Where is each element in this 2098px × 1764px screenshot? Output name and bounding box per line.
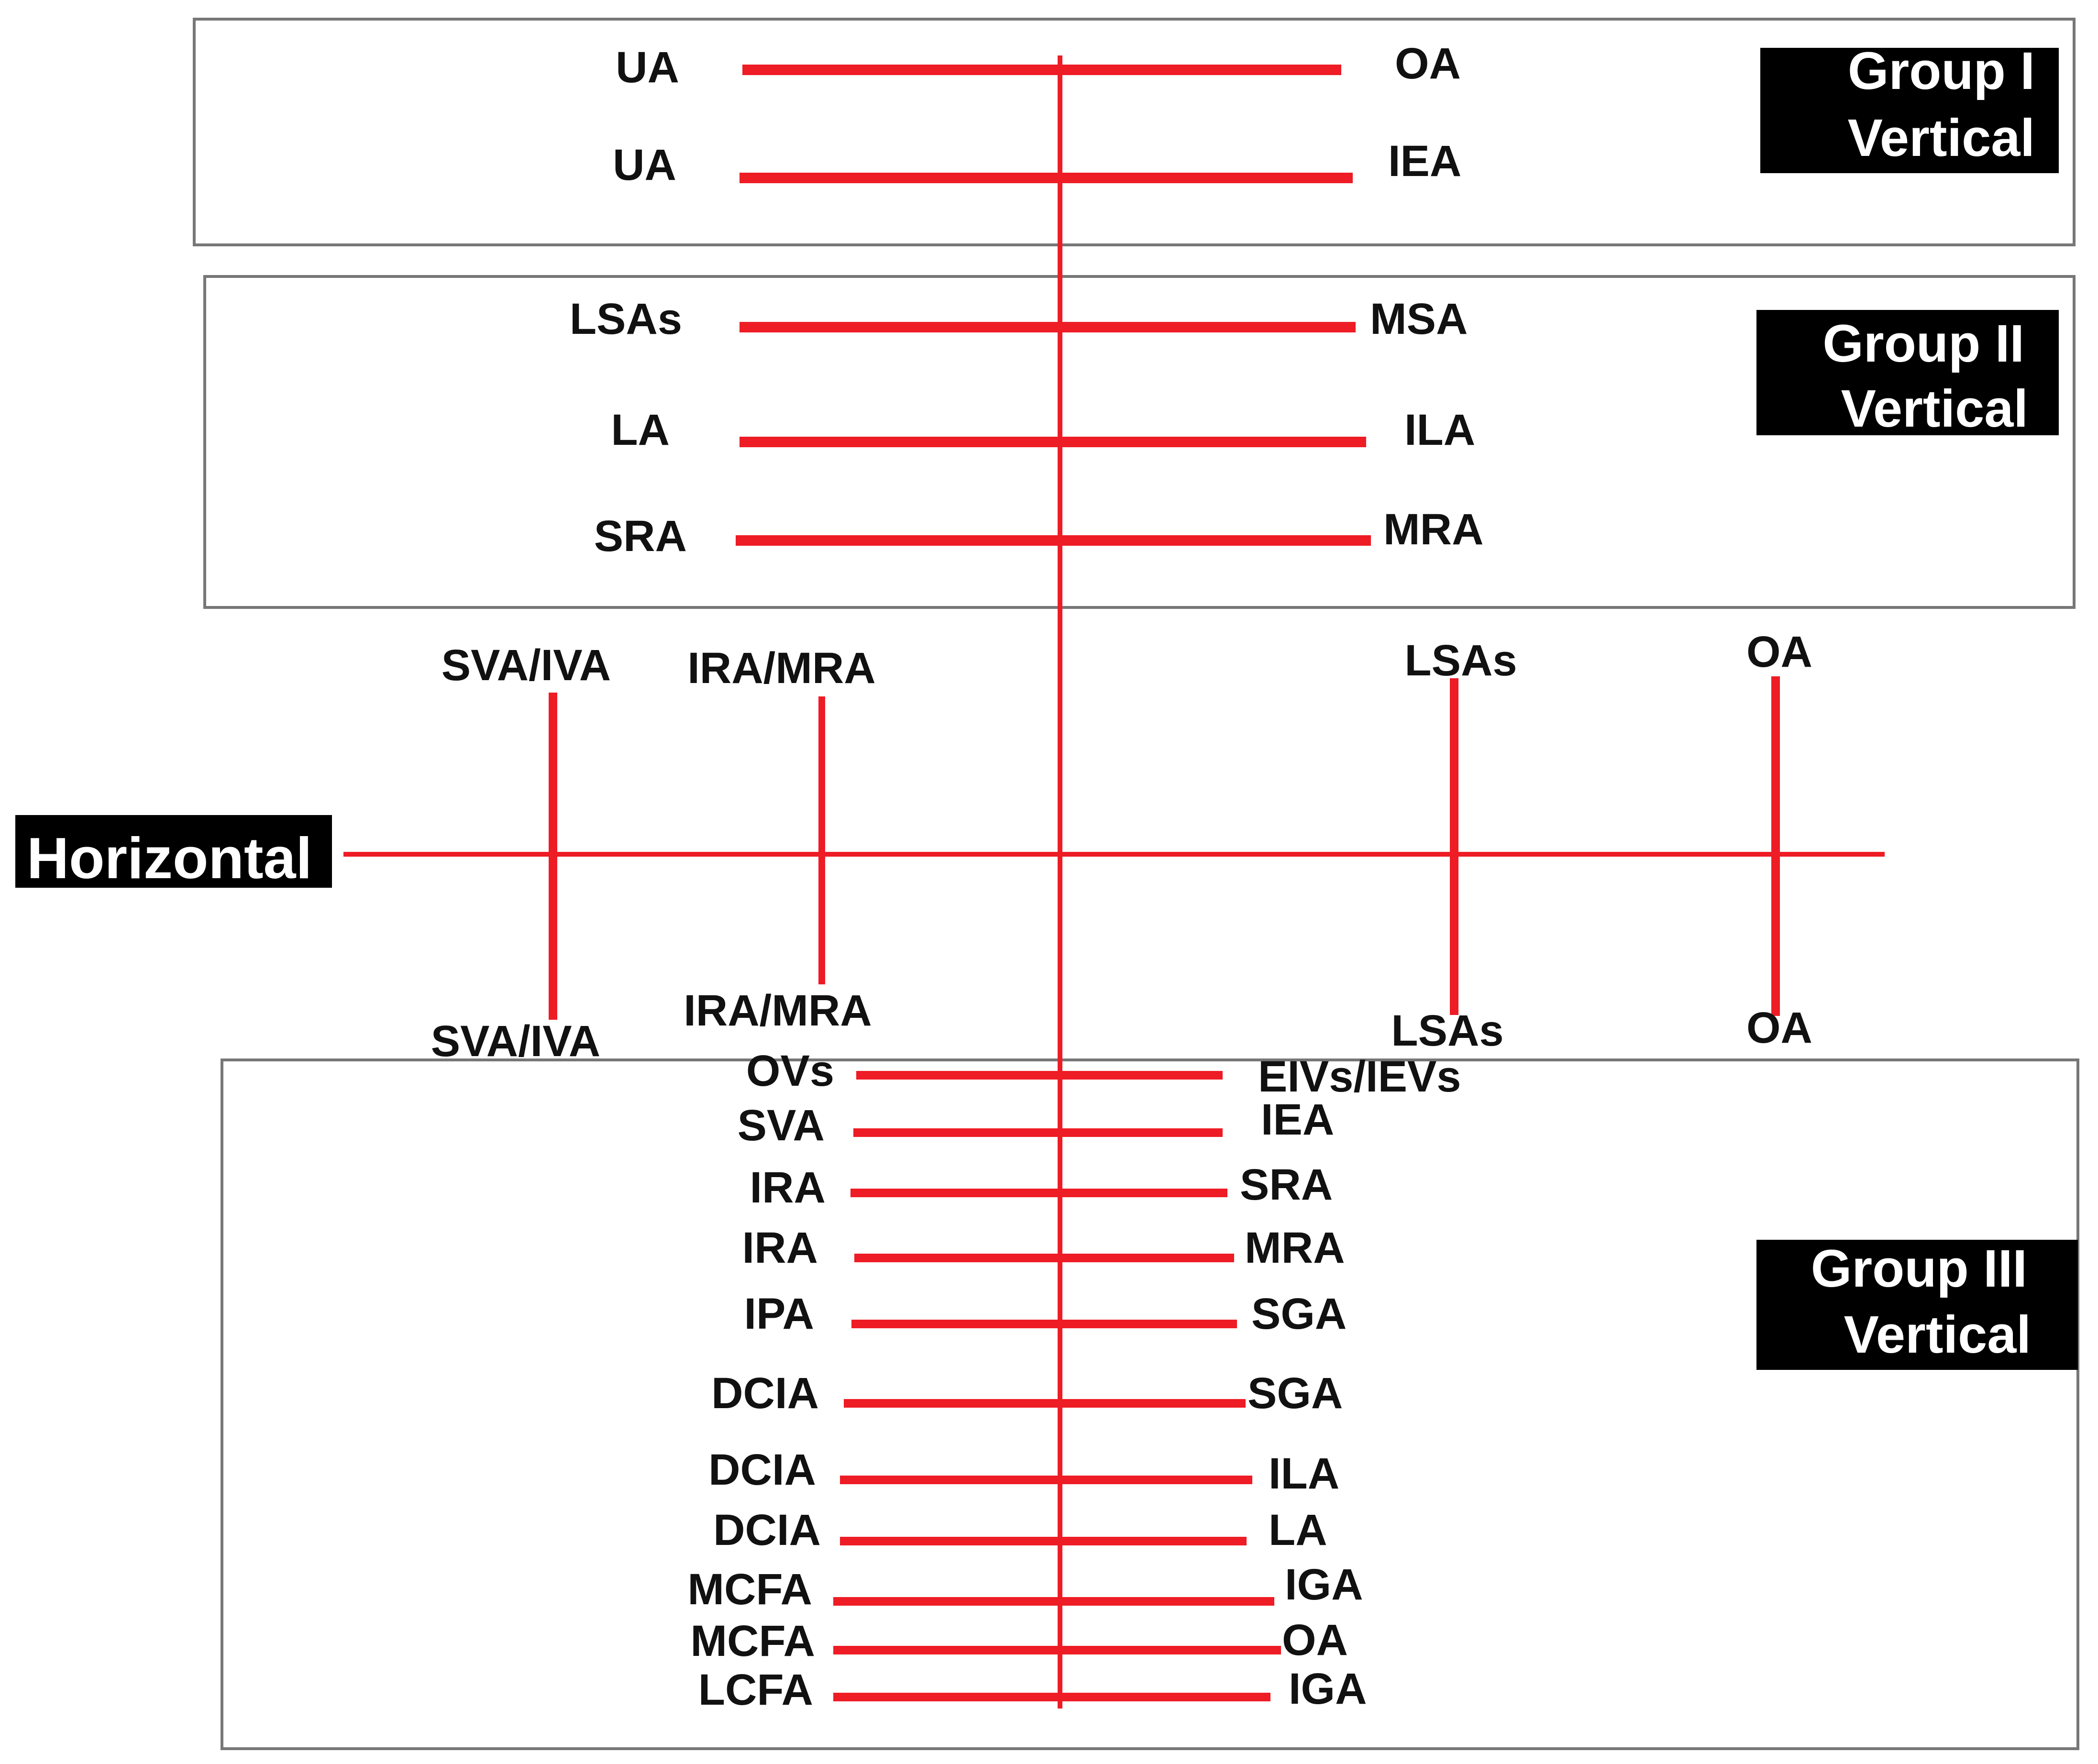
group3-right-label: IEA <box>1261 1095 1334 1144</box>
group1: UA OA UA IEA Group I Vertical <box>613 39 2059 189</box>
horizontal-bottom-label: OA <box>1746 1003 1812 1052</box>
horizontal-top-label: SVA/IVA <box>442 641 611 690</box>
group2-right-label: ILA <box>1404 406 1475 454</box>
group1-left-label: UA <box>613 141 676 189</box>
group1-tag-line2: Vertical <box>1848 109 2035 167</box>
group3-left-label: DCIA <box>711 1369 819 1418</box>
group3-box <box>221 1058 2079 1750</box>
horizontal-section: Horizontal SVA/IVA SVA/IVA IRA/MRA IRA/M… <box>15 628 1885 1066</box>
group2-right-label: MRA <box>1383 505 1484 554</box>
group3-tag-line1: Group III <box>1811 1239 2027 1298</box>
group2-tag <box>1756 310 2059 435</box>
group1-left-label: UA <box>616 43 679 92</box>
group3-left-label: SVA <box>738 1101 825 1150</box>
horizontal-bottom-label: SVA/IVA <box>431 1017 600 1066</box>
horizontal-top-label: IRA/MRA <box>687 644 876 693</box>
group2-left-label: LA <box>611 406 670 454</box>
group1-box <box>193 18 2076 246</box>
group3-right-label: ILA <box>1269 1449 1339 1498</box>
group3-right-label: IGA <box>1285 1560 1363 1609</box>
group3-right-label: LA <box>1269 1506 1327 1555</box>
group2-tag-line1: Group II <box>1822 314 2024 373</box>
group2-left-label: SRA <box>594 512 687 561</box>
group1-right-label: IEA <box>1388 137 1461 186</box>
group2-right-label: MSA <box>1370 295 1468 343</box>
group3-left-label: IRA <box>742 1224 818 1272</box>
horizontal-bottom-label: IRA/MRA <box>684 986 872 1035</box>
group3-right-label: EIVs/IEVs <box>1258 1052 1461 1101</box>
group3-right-label: SGA <box>1248 1369 1343 1418</box>
horizontal-bottom-label: LSAs <box>1391 1006 1503 1055</box>
group2-left-label: LSAs <box>570 295 682 343</box>
horizontal-top-label: LSAs <box>1404 636 1517 685</box>
group2-box <box>203 275 2076 609</box>
group3-left-label: MCFA <box>690 1617 815 1665</box>
group3-right-label: SRA <box>1240 1160 1333 1209</box>
group2-tag-line2: Vertical <box>1841 379 2028 438</box>
group1-tag <box>1760 48 2059 173</box>
group3-tag <box>1756 1240 2078 1370</box>
group3-left-label: MCFA <box>687 1565 812 1614</box>
group3-left-label: DCIA <box>713 1506 821 1555</box>
group3-left-label: LCFA <box>698 1665 813 1714</box>
horizontal-tag-label: Horizontal <box>27 826 312 891</box>
group3-right-label: SGA <box>1251 1290 1347 1338</box>
horizontal-top-label: OA <box>1746 628 1812 676</box>
group2: LSAs MSA LA ILA SRA MRA Group II Vertica… <box>570 295 2059 561</box>
horizontal-tag <box>15 815 332 888</box>
group3-left-label: IPA <box>744 1290 814 1338</box>
group3-left-label: DCIA <box>708 1445 816 1494</box>
group3-left-label: OVs <box>746 1047 834 1095</box>
group3-right-label: MRA <box>1245 1224 1345 1272</box>
group3: OVs EIVs/IEVs SVA IEA IRA SRA IRA MRA IP… <box>687 1047 2078 1714</box>
group1-right-label: OA <box>1395 39 1461 88</box>
group1-tag-line1: Group I <box>1848 42 2035 100</box>
group3-left-label: IRA <box>750 1163 826 1212</box>
group3-right-label: OA <box>1282 1616 1348 1665</box>
group3-tag-line2: Vertical <box>1844 1305 2031 1364</box>
group3-right-label: IGA <box>1289 1665 1367 1713</box>
